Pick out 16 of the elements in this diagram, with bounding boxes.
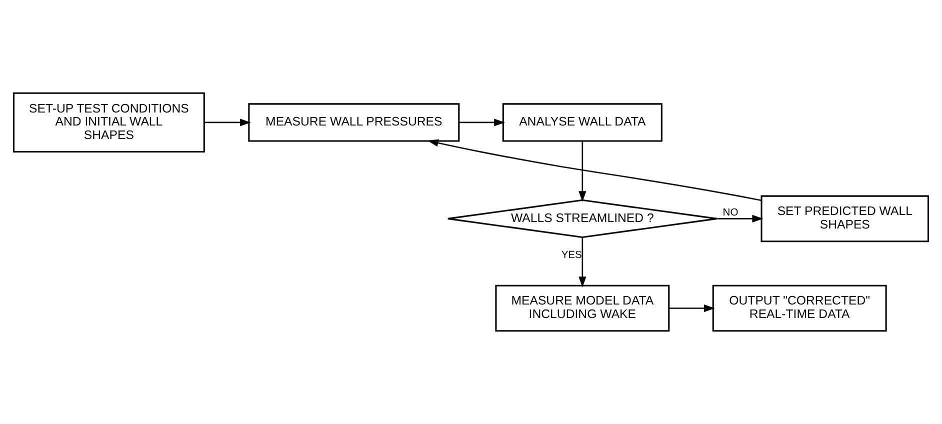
arrow	[717, 214, 764, 223]
node-box: MEASURE MODEL DATA INCLUDING WAKE	[495, 284, 670, 332]
arrow	[578, 237, 586, 288]
arrow	[578, 141, 586, 202]
node-box: SET-UP TEST CONDITIONS AND INITIAL WALL SHAPES	[12, 92, 205, 153]
node-box: SET PREDICTED WALL SHAPES	[760, 195, 930, 242]
node-box: OUTPUT "CORRECTED" REAL-TIME DATA	[712, 284, 887, 332]
node-diamond: WALLS STREAMLINED ?	[447, 199, 718, 238]
arrow	[204, 118, 251, 126]
arrow	[668, 304, 715, 312]
arrow	[427, 139, 762, 202]
node-box: MEASURE WALL PRESSURES	[248, 103, 460, 142]
edge-label: YES	[561, 250, 582, 262]
node-box: ANALYSE WALL DATA	[502, 103, 662, 142]
arrow	[459, 118, 506, 126]
edge-label: NO	[722, 208, 738, 219]
